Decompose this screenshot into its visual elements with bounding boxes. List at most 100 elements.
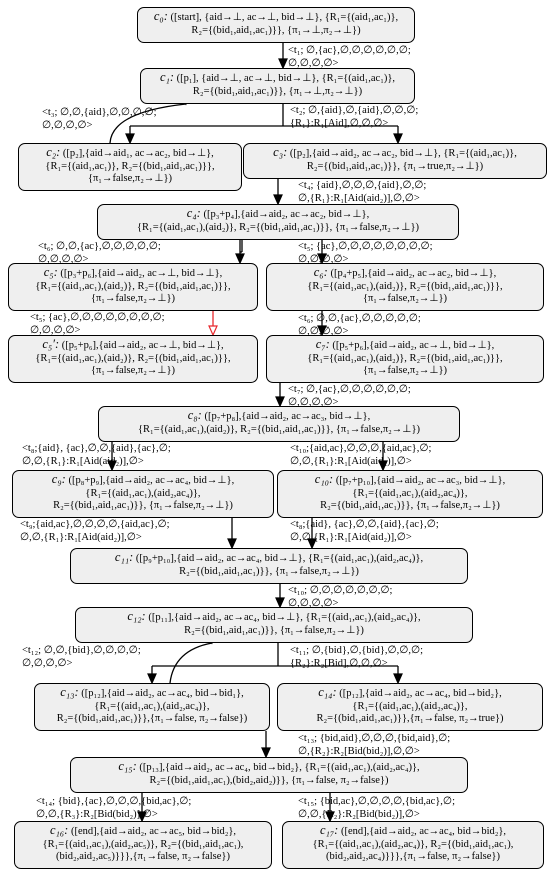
state-name: c₁₄:: [318, 685, 337, 699]
transition-label-t5b: <t₅; {ac},∅,∅,∅,∅,∅,∅,∅,∅;∅,∅,∅,∅>: [30, 312, 165, 337]
state-name: c₅:: [43, 265, 58, 279]
state-line: {R₁={(aid₁,ac₁),(aid₂)}, R₂={(bid₁,aid₁,…: [137, 221, 419, 233]
state-node-c17: c₁₇: ([end],{aid→aid₂, ac→ac₄, bid→bid₂}…: [282, 821, 544, 869]
state-line: ([p₄+p₅],{aid→aid₂, ac→ac₂, bid→⊥},: [330, 268, 497, 279]
state-node-c9: c₉: ([p₈+p₉],{aid→aid₂, ac→ac₄, bid→⊥},{…: [12, 470, 274, 518]
state-line: ([p₅+p₆],{aid→aid₂, ac→⊥, bid→⊥},: [332, 340, 495, 351]
arrow-head: [208, 325, 218, 337]
state-node-c10: c₁₀: ([p₇+p₁₀],{aid→aid₂, ac→ac₃, bid→⊥}…: [277, 470, 543, 518]
transition-label-line: ∅,∅,∅,∅>: [298, 253, 349, 265]
transition-label-line: <t₅; {ac},∅,∅,∅,∅,∅,∅,∅,∅;: [298, 241, 433, 252]
state-name: c₁₃:: [60, 685, 79, 699]
transition-label-line: {R₁}:R₁[Aid],∅,∅,∅>: [290, 117, 389, 129]
transition-label-line: ∅,∅,∅,∅>: [30, 324, 81, 336]
state-line: {R₁={(aid₁,ac₁),(aid₂,ac₄)},: [94, 700, 210, 712]
transition-label-line: <t₁₄; {bid},{ac},∅,∅,∅,{bid,ac},∅;: [36, 796, 192, 807]
state-line: {R₁={(aid₁,ac₁),(aid₂,ac₄)},: [352, 487, 468, 499]
transition-label-t14: <t₁₄; {bid},{ac},∅,∅,∅,{bid,ac},∅;∅,∅,{R…: [36, 796, 191, 821]
state-line: ([p₅+p₆],{aid→aid₂, ac→⊥, bid→⊥},: [61, 340, 224, 351]
arrow-head: [275, 396, 285, 408]
transition-label-line: ∅,{R₁}:R₁[Aid(aid₂)],∅,∅>: [298, 192, 420, 204]
state-name: c₅′:: [42, 337, 60, 351]
state-node-c13: c₁₃: ([p₁₂],{aid→aid₂, ac→ac₄, bid→bid₁}…: [34, 683, 270, 731]
state-node-c11: c₁₁: ([p₉+p₁₀],{aid→aid₂, ac→ac₄, bid→⊥}…: [70, 548, 468, 584]
transition-label-line: <t₁₃; {bid,aid},∅,∅,∅,{bid,aid},∅;: [298, 733, 451, 744]
state-line: {π₁→false,π₂→⊥}): [362, 293, 448, 304]
state-line: ([end],{aid→aid₂, ac→ac₄, bid→bid₂},: [340, 826, 507, 837]
arrow-head: [227, 538, 237, 550]
state-node-c2: c₂: ([p₂],{aid→aid₁, ac→ac₂, bid→⊥},{R₁=…: [18, 143, 242, 191]
transition-label-line: ∅,∅,∅,∅>: [288, 396, 339, 408]
transition-label-t4: <t₄; {aid},∅,∅,∅,{aid},∅,∅;∅,{R₁}:R₁[Aid…: [298, 180, 426, 205]
transition-label-line: ∅,∅,{R₁}:R₁[Aid(aid₂)],∅>: [20, 531, 142, 543]
state-name: c₆:: [313, 265, 328, 279]
state-line: R₂={(bid₁,aid₁,ac₁)}}, {π₁→false,π₂→⊥}): [320, 500, 500, 511]
state-line: {R₁={(aid₁,ac₁),(aid₂)}, R₂={(bid₁,aid₁,…: [138, 423, 420, 435]
arrow-head: [393, 133, 403, 145]
state-line: ([p₁₁],{aid→aid₂, ac→ac₄, bid→⊥}, {R₁={(…: [148, 612, 421, 623]
state-line: ([start], {aid→⊥, ac→⊥, bid→⊥}, {R₁={(ai…: [170, 12, 399, 23]
arrow-head: [235, 253, 245, 265]
transition-label-t9: <t₉;{aid,ac},∅,∅,∅,∅,{aid,ac},∅;∅,∅,{R₁}…: [20, 519, 170, 544]
state-node-c3: c₃: ([p₂],{aid→aid₂, ac→ac₂, bid→⊥}, {R₁…: [243, 143, 547, 179]
state-line: {R₁={(aid₁,ac₁)}, R₂={(bid₁,aid₁,ac₁)}},: [45, 160, 215, 172]
state-line: {π₁→false,π₂→⊥}): [90, 365, 176, 376]
state-line: ([p₂],{aid→aid₁, ac→ac₂, bid→⊥},: [62, 148, 214, 159]
arrow-line: [109, 103, 187, 144]
state-node-c4: c₄: ([p₃+p₄],{aid→aid₂, ac→ac₂, bid→⊥},{…: [97, 204, 459, 240]
transition-label-t6a: <t₆; ∅,∅,{ac},∅,∅,∅,∅,∅;∅,∅,∅,∅>: [38, 241, 161, 266]
arrow-head: [147, 673, 157, 685]
state-line: {R₁={(aid₁,ac₁),(aid₂,ac₅)}, R₂={(bid₁,a…: [42, 838, 244, 850]
transition-label-line: <t₇; ∅,{ac},∅,∅,∅,∅,∅,∅;: [288, 384, 411, 395]
state-line: ([p₁₃],{aid→aid₂, ac→ac₄, bid→bid₂}, {R₁…: [139, 762, 420, 773]
transition-label-t15: <t₁₅; {bid,ac},∅,∅,∅,∅,{bid,ac},∅;∅,∅,{R…: [298, 796, 455, 821]
state-name: c₄:: [186, 206, 201, 220]
transition-label-line: ∅,∅,∅,∅>: [288, 597, 339, 609]
state-line: R₂={(bid₁,aid₁,ac₁)}},{π₁→false, π₂→true…: [316, 713, 504, 724]
transition-label-line: ∅,{R₂}:R₂[Bid(bid₂)],∅,∅>: [298, 745, 420, 757]
transition-label-t10b: <t₁₀; ∅,∅,∅,∅,∅,∅,∅;∅,∅,∅,∅>: [288, 585, 392, 610]
state-node-c5: c₅: ([p₃+p₆],{aid→aid₂, ac→⊥, bid→⊥},{R₁…: [8, 263, 258, 311]
state-line: {R₁={(aid₁,ac₁),(aid₂)}, R₂={(bid₁,aid₁,…: [35, 352, 231, 364]
transition-label-line: <t₉;{aid,ac},∅,∅,∅,∅,{aid,ac},∅;: [20, 519, 170, 530]
state-name: c₀:: [153, 9, 168, 23]
state-name: c₁:: [159, 70, 175, 84]
transition-label-line: {R₂}:R₂[Bid],∅,∅,∅>: [290, 657, 388, 669]
state-node-c15: c₁₅: ([p₁₃],{aid→aid₂, ac→ac₄, bid→bid₂}…: [70, 757, 468, 793]
transition-label-t10a: <t₁₀;{aid,ac},∅,∅,∅,{aid,ac},∅;∅,∅,{R₁}:…: [290, 443, 431, 468]
transition-label-line: ∅,∅,{R₁}:R₁[Aid(aid₂)],∅>: [22, 455, 144, 467]
transition-label-t8a: <t₈;{aid}, {ac},∅,∅,{aid},{ac},∅;∅,∅,{R₁…: [22, 443, 171, 468]
arrow-head: [378, 460, 388, 472]
state-node-c12: c₁₂: ([p₁₁],{aid→aid₂, ac→ac₄, bid→⊥}, {…: [75, 607, 473, 643]
state-name: c₃:: [273, 145, 288, 159]
state-node-c5p: c₅′: ([p₅+p₆],{aid→aid₂, ac→⊥, bid→⊥},{R…: [8, 335, 258, 383]
transition-label-line: ∅,∅,{R₁}:R₁[Aid(aid₂)],∅>: [290, 455, 412, 467]
state-name: c₈:: [187, 408, 202, 422]
state-line: R₂={(bid₁,aid₁,ac₁)}}, {π₁→false,π₂→⊥}): [184, 624, 364, 636]
transition-label-t5a: <t₅; {ac},∅,∅,∅,∅,∅,∅,∅,∅;∅,∅,∅,∅>: [298, 241, 433, 266]
state-name: c₇:: [315, 337, 330, 351]
arrow-head: [278, 58, 288, 70]
arrow-head: [325, 811, 335, 823]
state-line: ([end],{aid→aid₂, ac→ac₅, bid→bid₂},: [70, 826, 237, 837]
arrow-head: [317, 325, 327, 337]
arrow-head: [273, 194, 283, 206]
state-line: ([p₃+p₆],{aid→aid₂, ac→⊥, bid→⊥},: [60, 268, 223, 279]
state-line: ([p₁₂],{aid→aid₂, ac→ac₄, bid→bid₁},: [81, 688, 244, 699]
arrow-head: [307, 538, 317, 550]
state-line: {R₁={(aid₁,ac₁),(aid₂,ac₄)},: [85, 487, 201, 499]
state-line: {R₁={(aid₁,ac₁),(aid₂)}, R₂={(bid₁,aid₁,…: [307, 352, 503, 364]
state-line: ([p₃+p₄],{aid→aid₂, ac→ac₂, bid→⊥},: [203, 209, 370, 220]
transition-label-t12: <t₁₂; ∅,∅,{bid},∅,∅,∅,∅;∅,∅,∅,∅>: [22, 645, 141, 670]
arrow-head: [275, 597, 285, 609]
state-line: ([p₇+p₈],{aid→aid₂, ac→ac₃, bid→⊥},: [204, 411, 371, 422]
state-node-c1: c₁: ([p₁], {aid→⊥, ac→⊥, bid→⊥}, {R₁={(a…: [140, 68, 415, 104]
state-name: c₉:: [51, 472, 66, 486]
transition-label-t2: <t₂; ∅,{aid},∅,{aid},∅,∅,∅;{R₁}:R₁[Aid],…: [290, 105, 418, 130]
state-node-c16: c₁₆: ([end],{aid→aid₂, ac→ac₅, bid→bid₂}…: [14, 821, 272, 869]
state-node-c7: c₇: ([p₅+p₆],{aid→aid₂, ac→⊥, bid→⊥},{R₁…: [266, 335, 544, 383]
state-line: ([p₉+p₁₀],{aid→aid₂, ac→ac₄, bid→⊥}, {R₁…: [135, 553, 424, 564]
state-line: {R₁={(aid₁,ac₁),(aid₂,ac₄)}, R₂={(bid₁,a…: [312, 838, 514, 850]
state-line: ([p₂],{aid→aid₂, ac→ac₂, bid→⊥}, {R₁={(a…: [289, 148, 517, 159]
arrow-head: [137, 811, 147, 823]
